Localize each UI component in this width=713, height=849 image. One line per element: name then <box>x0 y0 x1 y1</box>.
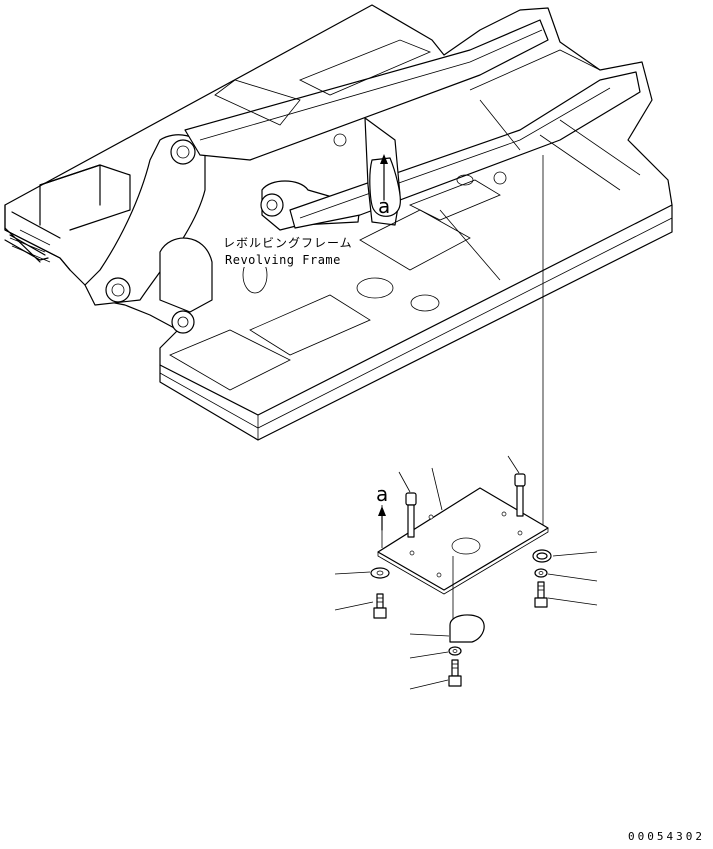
washer-right-lower <box>534 568 598 582</box>
cab-bracket <box>159 237 213 313</box>
bolt-right <box>534 581 598 608</box>
washer-center <box>409 646 462 659</box>
reference-letter-upper: a <box>378 194 391 218</box>
bolt-center <box>409 659 462 690</box>
washer-left <box>334 567 390 579</box>
frame-label-english: Revolving Frame <box>225 253 341 267</box>
bolt-left <box>334 593 387 619</box>
cover-plate-assembly <box>334 155 598 690</box>
frame-left-end <box>4 164 101 271</box>
main-girder-upper <box>184 19 549 161</box>
drawing-code: 00054302 <box>628 830 705 843</box>
frame-reference-a <box>369 154 401 217</box>
washer-right-upper <box>532 549 598 563</box>
stud-right <box>507 455 526 517</box>
cover-plate-center-hole <box>451 537 481 555</box>
frame-label-japanese: レボルビングフレーム <box>223 236 353 250</box>
stud-left <box>398 471 417 538</box>
revolving-frame <box>4 4 673 441</box>
reference-letter-lower: a <box>376 482 389 506</box>
center-cap <box>409 614 485 643</box>
